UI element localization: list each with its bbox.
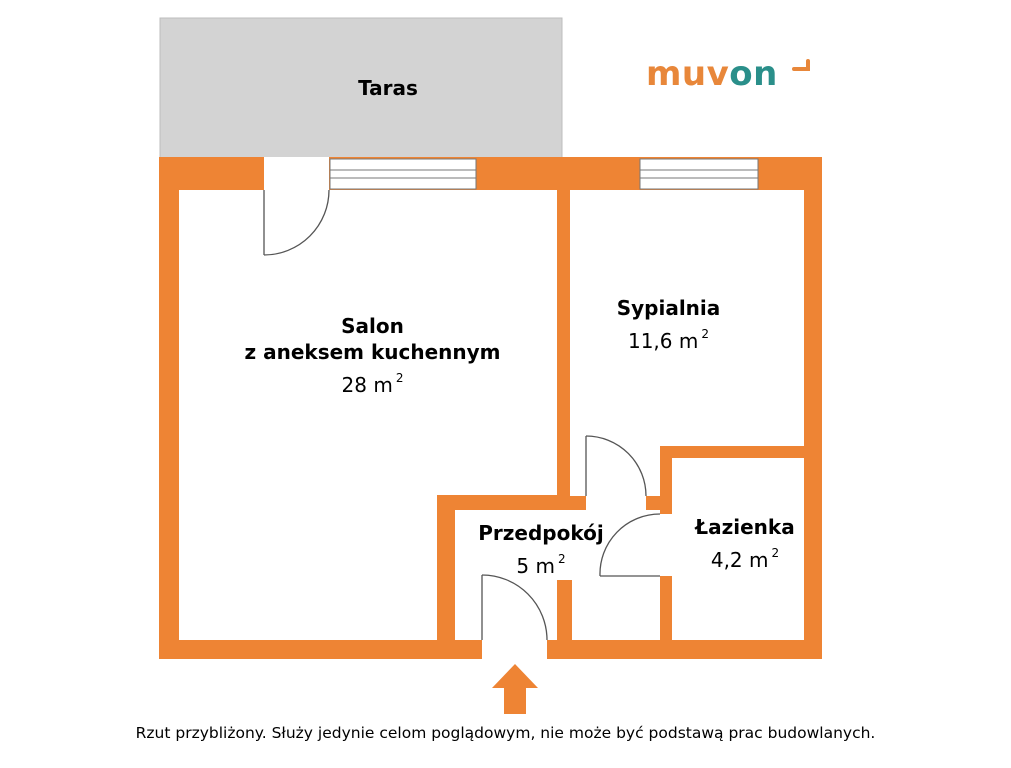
- salon-name-line1: Salon: [341, 314, 404, 338]
- door-bath-swing: [599, 513, 661, 577]
- window-salon: [329, 158, 477, 190]
- przedpokoj-name: Przedpokój: [478, 521, 604, 545]
- wall-hall-top: [437, 495, 557, 510]
- door-gap-terrace: [264, 157, 329, 190]
- logo-text-part1: muv: [646, 54, 730, 94]
- wall-bath-top: [660, 446, 804, 458]
- room-lazienka: [672, 458, 804, 640]
- door-entrance-swing: [481, 574, 548, 641]
- przedpokoj-area-value: 5 m: [516, 554, 555, 578]
- door-bedroom-swing: [585, 435, 647, 497]
- arrow-up-icon: [492, 664, 538, 714]
- terrace-area: [159, 17, 563, 159]
- room-sypialnia-alcove: [570, 448, 660, 496]
- przedpokoj-area-exp: 2: [557, 552, 566, 566]
- door-terrace-swing: [263, 189, 330, 256]
- wall-hall-stub-lower: [557, 580, 572, 640]
- salon-area-exp: 2: [395, 371, 404, 385]
- room-sypialnia: [570, 190, 804, 448]
- wall-bath-left-lower: [660, 576, 672, 640]
- lazienka-area-exp: 2: [771, 546, 780, 560]
- sypialnia-name: Sypialnia: [616, 296, 721, 320]
- brand-logo: muvon: [646, 54, 778, 94]
- tick-mark-icon: [792, 59, 810, 71]
- door-gap-bath: [660, 514, 672, 576]
- lazienka-name: Łazienka: [695, 515, 795, 539]
- wall-bath-left-upper: [660, 446, 672, 496]
- salon-area-value: 28 m: [341, 373, 393, 397]
- disclaimer-text: Rzut przybliżony. Służy jedynie celom po…: [135, 724, 876, 742]
- gap-salon-hall: [557, 510, 572, 580]
- wall-salon-hall-stub: [437, 495, 455, 640]
- sypialnia-area-value: 11,6 m: [627, 329, 699, 353]
- lazienka-area-value: 4,2 m: [710, 548, 769, 572]
- sypialnia-area-exp: 2: [701, 327, 709, 341]
- window-sypialnia: [639, 158, 759, 190]
- logo-text-part2: on: [729, 54, 778, 94]
- door-gap-entrance: [482, 640, 547, 659]
- salon-name-line2: z aneksem kuchennym: [244, 340, 501, 364]
- label-taras: Taras: [358, 76, 418, 100]
- door-gap-bedroom: [586, 496, 646, 510]
